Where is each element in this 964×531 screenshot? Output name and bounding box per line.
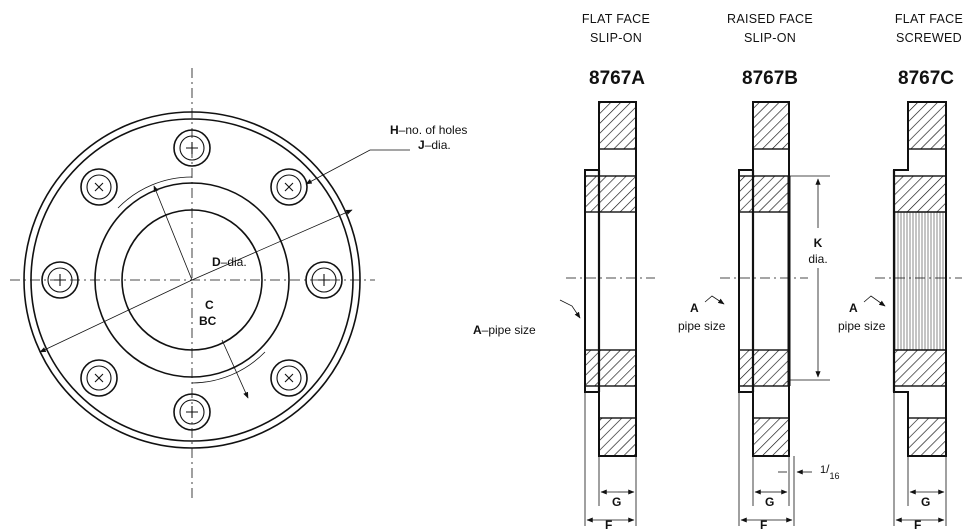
flange-a-model: 8767A bbox=[589, 68, 645, 89]
flange-a-type-line1: FLAT FACE bbox=[582, 12, 650, 26]
bolt-circle-arc-top bbox=[117, 176, 193, 209]
flange-b-type-line2: SLIP-ON bbox=[744, 31, 796, 45]
pipe-size-leader-a bbox=[559, 299, 581, 319]
bolt-hole-left bbox=[41, 261, 79, 299]
fraction-label: 1/16 bbox=[820, 462, 839, 481]
g-label-b: G bbox=[765, 495, 774, 509]
g-label-a: G bbox=[612, 495, 621, 509]
side-view-8767c: G F A pipe size bbox=[838, 101, 962, 531]
holes-leader bbox=[305, 149, 410, 185]
bore-circle bbox=[121, 209, 263, 351]
bolt-hole-top-left bbox=[80, 168, 118, 206]
flange-c-model: 8767C bbox=[898, 68, 954, 89]
side-view-8767a: G F A–pipe size bbox=[473, 101, 655, 531]
bolt-circle-arc-bottom bbox=[191, 351, 266, 384]
flange-a-type-line2: SLIP-ON bbox=[590, 31, 642, 45]
front-view: H–no. of holes J–dia. D–dia. C BC bbox=[10, 68, 467, 500]
pipe-size-letter-c: A bbox=[849, 301, 858, 315]
k-label: K bbox=[814, 236, 823, 250]
bc-label: BC bbox=[199, 314, 217, 328]
pipe-size-label-a: A–pipe size bbox=[473, 323, 536, 337]
bolt-hole-bottom bbox=[173, 393, 211, 431]
side-view-8767b: K dia. 1/16 G F A pipe size bbox=[678, 101, 839, 531]
bolt-hole-top bbox=[173, 129, 211, 167]
pipe-size-leader-b bbox=[704, 295, 725, 305]
pipe-size-letter-b: A bbox=[690, 301, 699, 315]
f-label-c: F bbox=[914, 518, 921, 531]
holes-label: H–no. of holes bbox=[390, 123, 467, 137]
d-dia-label: D–dia. bbox=[212, 255, 247, 269]
c-label: C bbox=[205, 298, 214, 312]
outer-dia-arrow bbox=[39, 279, 193, 353]
bolt-hole-bottom-right bbox=[270, 359, 308, 397]
flange-b-type-line1: RAISED FACE bbox=[727, 12, 813, 26]
bolt-hole-right bbox=[305, 261, 343, 299]
bc-arrow bbox=[221, 339, 249, 399]
hub-circle bbox=[94, 182, 290, 378]
k-dia-label: dia. bbox=[808, 252, 827, 266]
bolt-hole-top-right bbox=[270, 168, 308, 206]
flange-c-type-line1: FLAT FACE bbox=[895, 12, 963, 26]
flange-headers: FLAT FACE SLIP-ON 8767A RAISED FACE SLIP… bbox=[582, 12, 963, 89]
d-dia-arrow bbox=[191, 209, 353, 281]
outer-flange-edge-outer bbox=[23, 111, 361, 449]
flange-b-model: 8767B bbox=[742, 68, 798, 89]
g-label-c: G bbox=[921, 495, 930, 509]
bolt-hole-bottom-left bbox=[80, 359, 118, 397]
pipe-size-leader-c bbox=[863, 295, 886, 307]
bolt-circle-radius-arrow bbox=[153, 185, 193, 281]
pipe-size-label-b: pipe size bbox=[678, 319, 726, 333]
flange-c-type-line2: SCREWED bbox=[896, 31, 962, 45]
f-label-b: F bbox=[760, 518, 767, 531]
hole-dia-label: J–dia. bbox=[418, 138, 451, 152]
pipe-size-label-c: pipe size bbox=[838, 319, 886, 333]
outer-flange-edge-inner bbox=[30, 118, 354, 442]
f-label-a: F bbox=[605, 518, 612, 531]
